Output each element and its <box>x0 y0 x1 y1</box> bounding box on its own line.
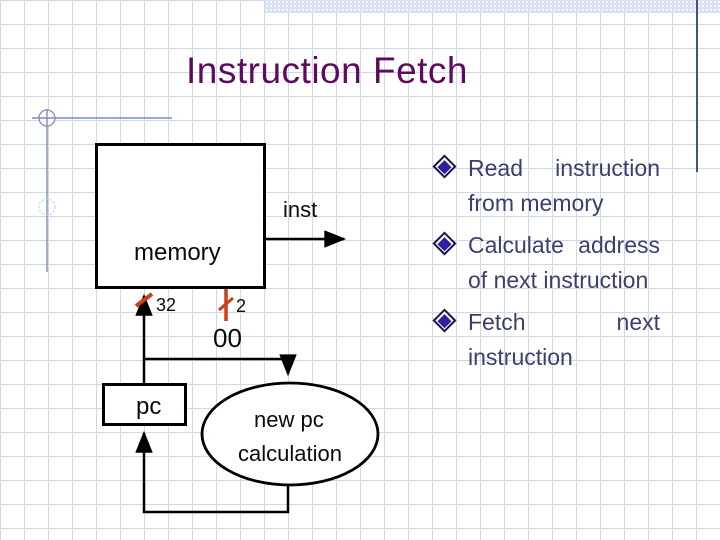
diamond-bullet-icon <box>432 154 457 179</box>
memory-box <box>95 143 266 289</box>
instruction-fetch-diagram: memory inst 32 2 00 pc new pc calculatio… <box>95 143 380 514</box>
bullet-item-read-instruction: Read instruction from memory <box>432 151 660 220</box>
bus-width-2-label: 2 <box>236 296 246 316</box>
memory-label: memory <box>134 239 221 266</box>
right-edge-rule <box>696 0 698 172</box>
new-pc-calculation-ellipse <box>200 381 380 487</box>
slide-title: Instruction Fetch <box>186 50 469 91</box>
bullet-item-calculate-address: Calculate address of next instruction <box>432 228 660 297</box>
bus-width-32-label: 32 <box>156 295 176 315</box>
bus-slash-2 <box>218 296 234 312</box>
bullet-text: Fetch next instruction <box>468 309 660 370</box>
newpc-label-line2: calculation <box>238 441 342 466</box>
diamond-bullet-icon <box>432 308 457 333</box>
bullet-item-fetch-next: Fetch next instruction <box>432 305 660 374</box>
bullet-list: Read instruction from memory Calculate a… <box>432 151 660 374</box>
newpc-to-pc-wire <box>135 430 290 514</box>
pc-box <box>102 383 187 426</box>
left-margin-decoration <box>32 109 172 272</box>
bus-slash-32 <box>134 292 154 308</box>
newpc-label-line1: new pc <box>254 407 324 432</box>
diamond-bullet-icon <box>432 231 457 256</box>
bullet-text: Read instruction from memory <box>468 155 660 216</box>
pc-to-newpc-wire <box>144 354 297 377</box>
top-band-decoration <box>265 0 720 13</box>
decoration-dashed-circle <box>38 198 56 216</box>
inst-label: inst <box>283 197 317 222</box>
bullet-text: Calculate address of next instruction <box>468 232 660 293</box>
hardwired-bits-label: 00 <box>213 323 242 353</box>
pc-label: pc <box>136 393 161 420</box>
